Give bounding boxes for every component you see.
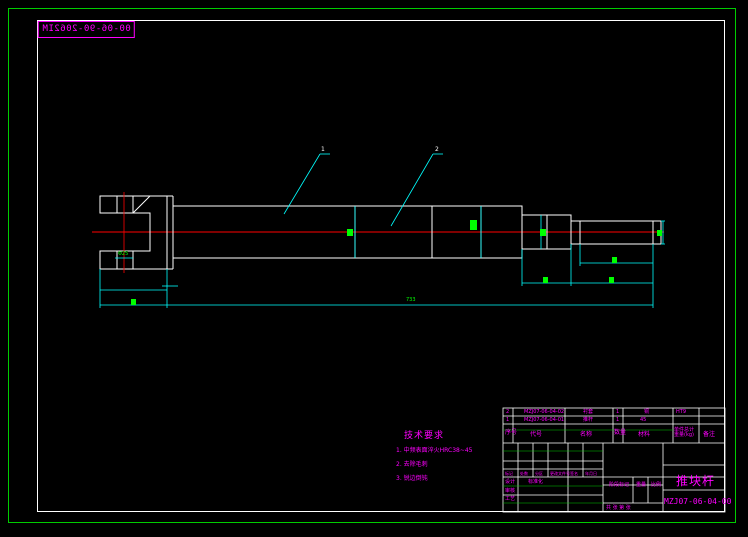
dim-value-diameter-2 [470, 220, 477, 230]
stepped-end [521, 214, 662, 250]
dim-value-step-2 [609, 277, 614, 283]
rev-date: 年月日 [585, 471, 597, 476]
rev-doc: 更改文件号 [550, 471, 570, 476]
weight-label: 重量 [636, 482, 647, 488]
balloon-2: 2 [435, 146, 439, 153]
parts-header-weight: 单件总计重量(kg) [674, 427, 695, 438]
parts-row-1-name: 推杆 [583, 417, 594, 423]
role-review: 审核 [505, 488, 516, 494]
parts-row-1-code: MZJ07-06-04-01 [524, 417, 565, 423]
drawing-number: MZJ07-06-04-00 [664, 497, 732, 506]
parts-row-2-material: 铜 [644, 409, 650, 415]
role-standard: 标准化 [528, 479, 544, 485]
parts-header-name: 名称 [580, 431, 593, 438]
leaders [283, 153, 443, 227]
part-name: 推块杆 [676, 474, 716, 488]
parts-row-2-remark: HT9 [676, 409, 686, 415]
title-block-green-lines [503, 429, 673, 504]
dim-pin-hole: Φ25 [118, 251, 129, 257]
role-design: 设计 [505, 479, 516, 485]
parts-header-material: 材料 [638, 431, 651, 438]
dim-value-diameter-4 [657, 230, 662, 236]
rev-sign: 签名 [570, 471, 578, 476]
rev-count: 处数 [520, 471, 528, 476]
parts-header-remark: 备注 [703, 431, 716, 438]
rev-zone: 分区 [535, 471, 543, 476]
sheet-label: 共 张 第 张 [606, 505, 631, 511]
parts-row-2-name: 衬套 [583, 409, 594, 415]
balloon-1: 1 [321, 146, 325, 153]
tech-req-item-3: 3. 锐边倒钝 [396, 475, 428, 482]
dim-value-clevis [131, 299, 136, 305]
parts-row-1-qty: 1 [616, 417, 620, 423]
parts-row-2-seq: 2 [506, 409, 510, 415]
tech-req-item-1: 1. 中频表面淬火HRC38~45 [396, 447, 473, 454]
drawing-code-stamp: 00-06-90-2062IM [38, 21, 135, 38]
parts-row-1-material: 45 [640, 417, 647, 423]
scale-label: 比例 [651, 482, 662, 488]
parts-header-qty: 数量 [614, 429, 627, 436]
parts-row-1-seq: 1 [506, 417, 510, 423]
dim-value-thread [612, 257, 617, 263]
parts-header-seq: 序号 [505, 429, 518, 436]
role-process: 工艺 [505, 496, 516, 502]
tech-req-title: 技术要求 [404, 431, 445, 441]
rev-mark: 标记 [505, 471, 513, 476]
dim-value-diameter-1 [347, 229, 353, 236]
tech-req-item-2: 2. 去除毛刺 [396, 461, 428, 468]
dim-value-step-1 [543, 277, 548, 283]
parts-row-2-code: MZJ07-06-04-02 [524, 409, 565, 415]
parts-row-2-qty: 1 [616, 409, 620, 415]
title-block-grid [502, 407, 726, 513]
dim-overall-length: 733 [406, 297, 416, 303]
dimension-values [131, 220, 662, 305]
outer-border [8, 8, 736, 523]
technical-requirements: 技术要求 1. 中频表面淬火HRC38~45 2. 去除毛刺 3. 锐边倒钝 [396, 428, 473, 487]
dim-value-diameter-3 [540, 229, 546, 236]
stage-label: 阶段标记 [609, 482, 630, 488]
drawing-border [37, 20, 725, 512]
parts-header-code: 代号 [530, 431, 543, 438]
